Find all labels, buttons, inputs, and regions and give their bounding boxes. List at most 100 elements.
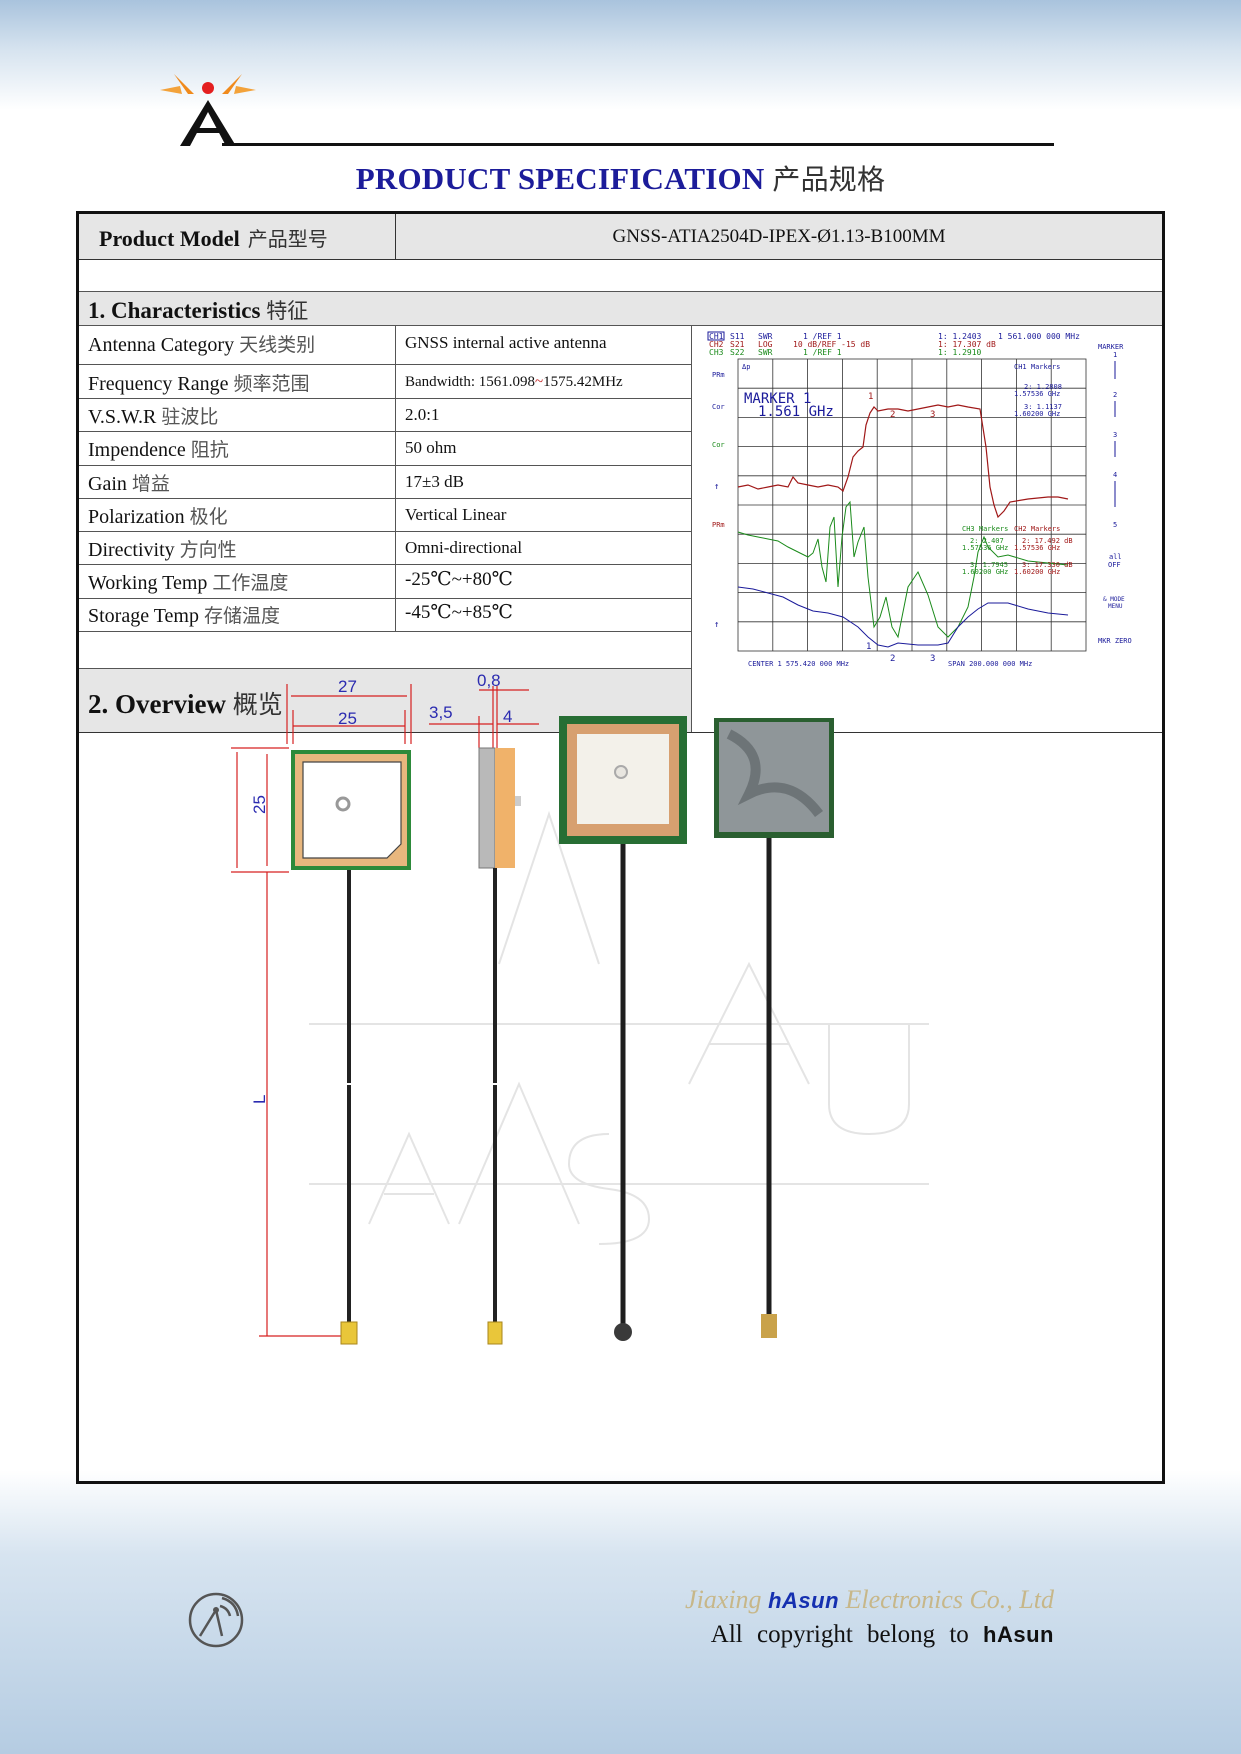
vna-ch3-m3f: 1.60200 GHz: [962, 568, 1008, 576]
vna-side-3: 3: [1113, 431, 1117, 439]
product-model-label: Product Model 产品型号: [79, 214, 395, 259]
vna-ch1: CH1: [709, 332, 724, 341]
spec-value-antenna-category: GNSS internal active antenna: [405, 333, 607, 352]
spec-value-working-temp: -25℃~+80℃: [405, 569, 513, 590]
vna-trace-s22: [737, 500, 1069, 639]
frequency-separator: ~: [535, 374, 544, 390]
footer-company-brand: hAsun: [768, 1588, 840, 1613]
row-divider: [79, 531, 691, 532]
spec-label-en: Gain: [88, 473, 127, 495]
characteristics-heading-cn: 特征: [266, 299, 309, 323]
vna-ch3-m3: 3: 1.7945: [970, 561, 1008, 569]
vna-ch1-markers: CH1 Markers: [1014, 363, 1060, 371]
dim-t-a: 3,5: [429, 703, 453, 722]
front-feed-point: [335, 796, 351, 812]
spec-label-cn: 频率范围: [233, 373, 310, 395]
row-divider: [79, 291, 1162, 292]
spec-label-cn: 方向性: [179, 539, 237, 561]
vna-marker-tick-2: 2: [890, 410, 895, 420]
spec-value-gain: 17±3 dB: [405, 472, 464, 491]
front-patch: [302, 761, 402, 859]
characteristics-heading-en: 1. Characteristics: [88, 298, 261, 323]
spec-label-working-temp: Working Temp 工作温度: [88, 565, 388, 598]
footer-copy-text: All copyright belong to: [710, 1621, 969, 1648]
vna-ch1-m3f: 1.60200 GHz: [1014, 410, 1060, 418]
vna-ch2-markers: CH2 Markers: [1014, 525, 1060, 533]
vna-left-arrow: ↑: [714, 482, 719, 492]
vna-side-menu: MENU: [1108, 603, 1123, 610]
product-model-label-cn: 产品型号: [247, 227, 328, 251]
row-divider: [79, 631, 691, 632]
vna-side-off: OFF: [1108, 561, 1121, 569]
vna-ch2: CH2: [709, 340, 724, 349]
vna-freq-top: 1 561.000 000 MHz: [998, 332, 1080, 341]
spec-value-frequency-range: Bandwidth: 1561.098~1575.42MHz: [405, 366, 685, 399]
overview-heading-en: 2. Overview: [88, 689, 226, 719]
title-en: PRODUCT SPECIFICATION: [355, 161, 765, 196]
vna-ch3-markers: CH3 Markers: [962, 525, 1008, 533]
row-divider: [79, 325, 1162, 326]
vna-s21: S21: [730, 340, 745, 349]
dim-width: [286, 684, 412, 744]
photo-front-patch: [577, 734, 669, 824]
dim-h-outer: 27: [229, 805, 233, 824]
vna-log: LOG: [758, 340, 773, 349]
dim-thickness: [429, 686, 539, 748]
vna-ch2-m2: 2: 17.492 dB: [1022, 537, 1073, 545]
vna-ch2-m3f: 1.60200 GHz: [1014, 568, 1060, 576]
spec-value-directivity: Omni-directional: [405, 538, 523, 557]
vna-side-2: 2: [1113, 391, 1117, 399]
vna-marker-label: MARKER 1: [744, 391, 811, 407]
footer-company-name: Jiaxing hAsun Electronics Co., Ltd: [560, 1585, 1054, 1615]
vna-ch3: CH3: [709, 348, 724, 357]
product-model-label-en: Product Model: [99, 226, 240, 251]
footer-copyright: All copyright belong to hAsun: [560, 1621, 1054, 1649]
row-divider: [79, 465, 691, 466]
company-logo: [160, 74, 256, 146]
dim-height: [231, 747, 349, 1337]
vna-trace-s21: [737, 404, 1069, 519]
photo-front-feed: [614, 765, 628, 779]
vna-ch1-m2f: 1.57536 GHz: [1014, 390, 1060, 398]
spec-label-en: Impendence: [88, 439, 186, 461]
side-ceramic: [478, 747, 496, 869]
spec-label-en: Directivity: [88, 539, 175, 561]
spec-label-frequency-range: Frequency Range 频率范围: [88, 366, 388, 399]
spec-label-impedance: Impendence 阻抗: [88, 432, 388, 465]
vna-ch1-m3: 3: 1.1137: [1024, 403, 1062, 411]
frequency-low: Bandwidth: 1561.098: [405, 374, 535, 390]
vna-ch3-m2: 2: 2.407: [970, 537, 1004, 545]
photo-back-shield-shade: [726, 729, 823, 818]
vna-ch1-m2: 2: 1.2808: [1024, 383, 1062, 391]
side-pin: [515, 796, 521, 806]
vna-ref1: 1 /REF 1: [803, 332, 842, 341]
footer-company-pre: Jiaxing: [685, 1585, 762, 1614]
vna-side-1: 1: [1113, 351, 1117, 359]
dim-cable-length: L: [250, 1095, 269, 1104]
vna-left-cor2: Cor: [712, 441, 725, 449]
vna-s22: S22: [730, 348, 745, 357]
vna-ch2-m3: 3: 17.330 dB: [1022, 561, 1073, 569]
row-divider: [79, 498, 691, 499]
label-value-divider: [395, 325, 396, 598]
spec-label-gain: Gain 增益: [88, 466, 388, 499]
vna-btm-2: 2: [890, 654, 895, 664]
row-divider: [79, 431, 691, 432]
spec-label-cn: 工作温度: [212, 572, 289, 594]
dim-h-inner: 25: [250, 795, 269, 814]
antenna-drawing: 27 25 27 25 L: [229, 664, 1029, 1364]
spec-label-en: Storage Temp: [88, 605, 199, 627]
spec-label-en: V.S.W.R: [88, 406, 157, 428]
document-title: PRODUCT SPECIFICATION 产品规格: [0, 158, 1241, 198]
vna-marker-tick-3: 3: [930, 410, 935, 420]
vna-s11: S11: [730, 332, 745, 341]
spec-label-directivity: Directivity 方向性: [88, 532, 388, 565]
spec-label-cn: 驻波比: [161, 406, 219, 428]
vna-ref2: 10 dB/REF -15 dB: [793, 340, 870, 349]
spec-label-cn: 天线类别: [239, 334, 316, 356]
network-analyzer-plot: CH1 S11 SWR 1 /REF 1 CH2 S21 LOG 10 dB/R…: [698, 327, 1158, 672]
spec-label-storage-temp: Storage Temp 存储温度: [88, 598, 388, 631]
watermark: [309, 810, 929, 1245]
vna-side-all: all: [1109, 553, 1122, 561]
